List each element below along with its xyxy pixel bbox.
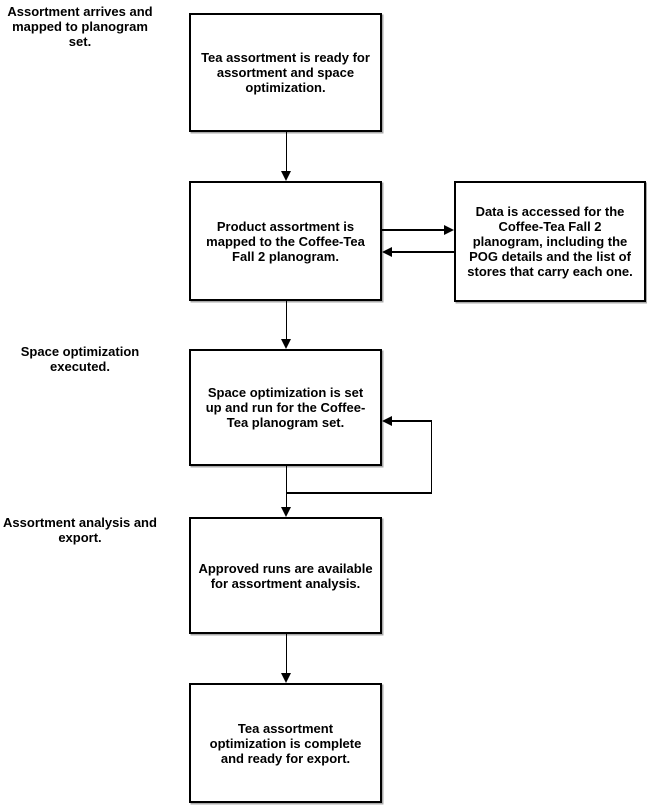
arrowhead-down-box5 bbox=[281, 673, 291, 683]
arrowhead-down-box2 bbox=[281, 171, 291, 181]
flow-box-tea-assortment-complete: Tea assortment optimization is complete … bbox=[189, 683, 382, 803]
flow-box-data-accessed: Data is accessed for the Coffee-Tea Fall… bbox=[454, 181, 646, 302]
flow-box-space-optimization-run: Space optimization is set up and run for… bbox=[189, 349, 382, 466]
loop-right-segment bbox=[430, 420, 432, 493]
arrowhead-left-box2 bbox=[382, 247, 392, 257]
loop-top-segment bbox=[392, 420, 432, 422]
phase-label-space-optimization: Space optimization executed. bbox=[20, 344, 140, 374]
connector-databox-to-box2 bbox=[392, 251, 454, 253]
arrowhead-down-box4 bbox=[281, 507, 291, 517]
connector-box3-box4 bbox=[285, 466, 287, 508]
connector-box4-box5 bbox=[285, 634, 287, 674]
connector-box1-box2 bbox=[285, 132, 287, 172]
phase-label-assortment-arrives: Assortment arrives and mapped to planogr… bbox=[7, 4, 153, 49]
flow-box-product-assortment-mapped: Product assortment is mapped to the Coff… bbox=[189, 181, 382, 301]
flow-box-tea-assortment-ready: Tea assortment is ready for assortment a… bbox=[189, 13, 382, 132]
arrowhead-left-box3-loop bbox=[382, 416, 392, 426]
connector-box2-box3 bbox=[285, 301, 287, 340]
phase-label-assortment-analysis: Assortment analysis and export. bbox=[3, 515, 157, 545]
arrowhead-right-databox bbox=[444, 225, 454, 235]
connector-box2-to-databox bbox=[382, 229, 444, 231]
loop-bottom-segment bbox=[286, 492, 432, 494]
arrowhead-down-box3 bbox=[281, 339, 291, 349]
flow-box-approved-runs: Approved runs are available for assortme… bbox=[189, 517, 382, 634]
